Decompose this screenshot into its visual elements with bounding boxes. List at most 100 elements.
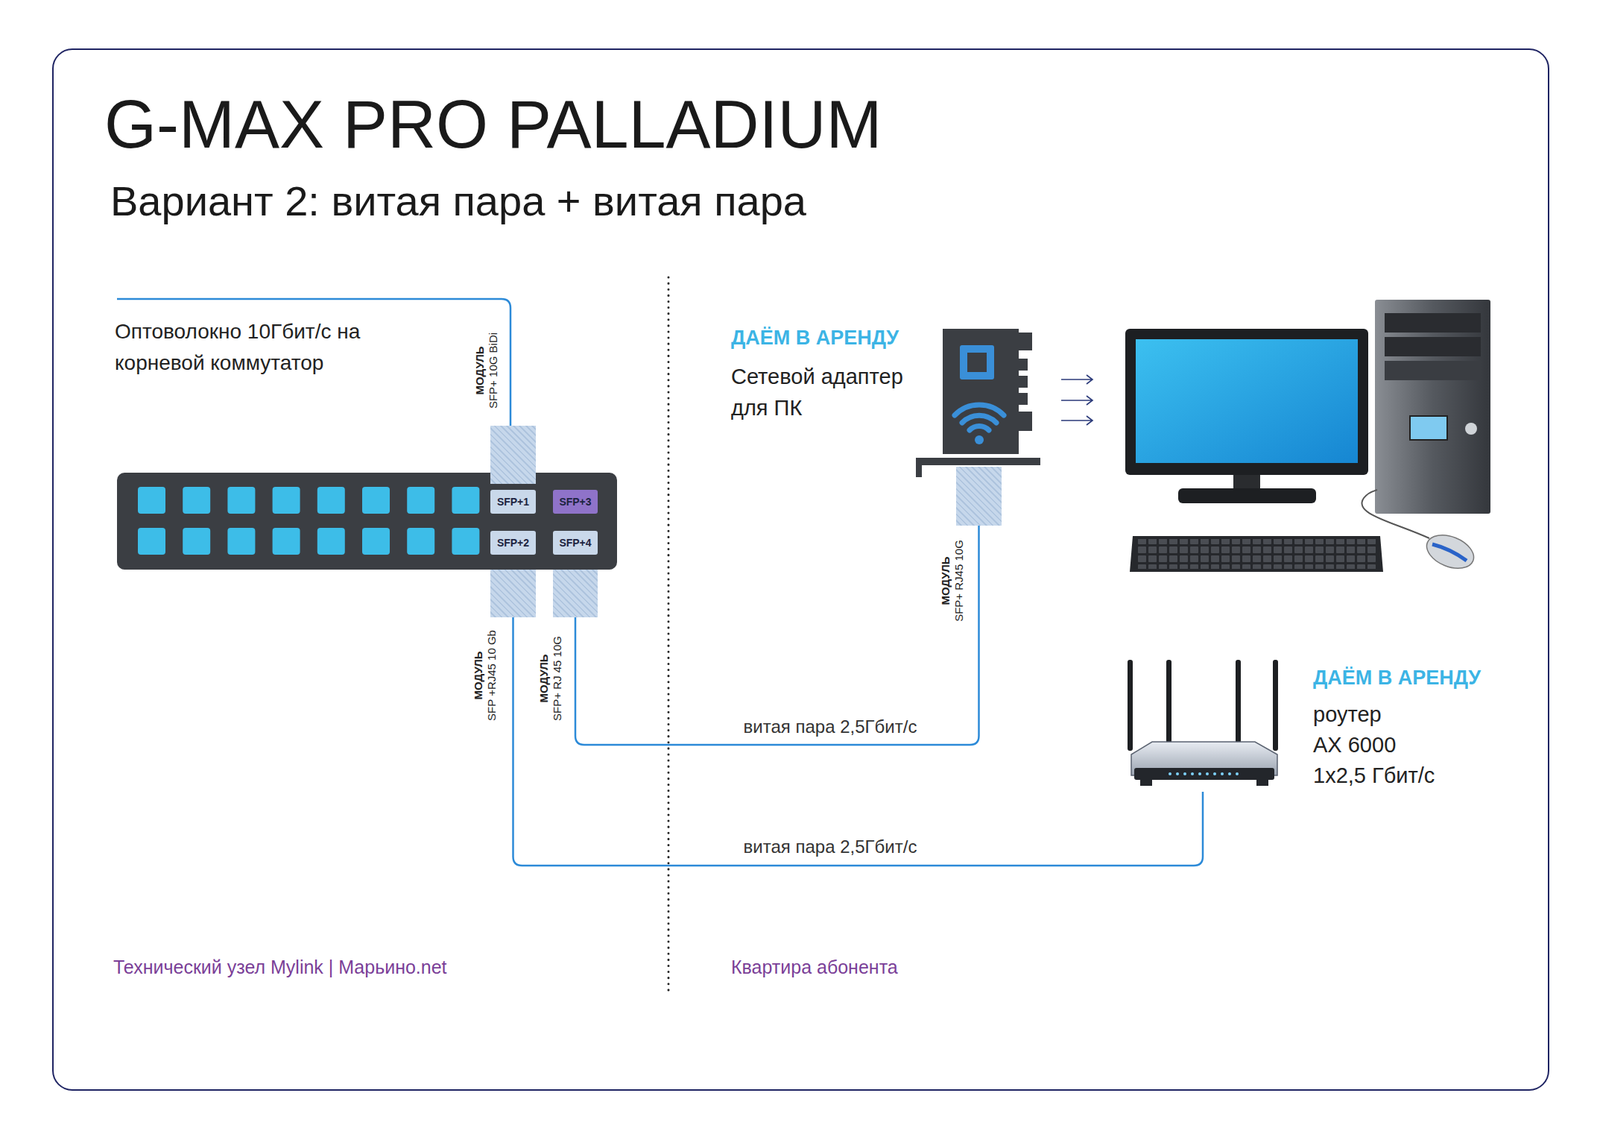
fiber-note: Оптоволокно 10Гбит/с на корневой коммута… — [114, 315, 410, 379]
drive-bay — [1384, 312, 1481, 333]
module-title: МОДУЛЬ — [938, 539, 953, 622]
adapter-bracket — [915, 457, 922, 477]
power-button — [1465, 422, 1478, 435]
pc-tower — [1374, 299, 1491, 514]
antenna — [1235, 659, 1241, 743]
port-square — [182, 527, 211, 555]
sfp-module: МОДУЛЬSFP +RJ45 10 Gb — [490, 569, 536, 618]
module-caption: МОДУЛЬSFP+ RJ 45 10G — [537, 635, 565, 721]
module-caption: МОДУЛЬSFP +RJ45 10 Gb — [471, 629, 499, 721]
mouse-stripe — [1432, 544, 1467, 561]
adapter-card — [942, 328, 1019, 454]
switch-body — [117, 472, 618, 570]
led — [1220, 772, 1224, 776]
module-spec: SFP +RJ45 10 Gb — [485, 629, 499, 721]
rent-heading: ДАЁМ В АРЕНДУ — [1313, 664, 1530, 691]
led — [1205, 772, 1209, 776]
adapter-bracket — [915, 457, 1041, 466]
drive-bay — [1384, 360, 1481, 381]
router-front — [1134, 767, 1275, 780]
port-square — [317, 527, 346, 555]
port-square — [272, 527, 301, 555]
module-spec: SFP+ RJ 45 10G — [550, 635, 565, 721]
router-foot — [1256, 779, 1269, 786]
port-square — [137, 527, 166, 555]
device: ДАЁМ В АРЕНДУСетевой адаптер для ПК — [942, 328, 1033, 454]
led — [1213, 772, 1217, 776]
monitor — [1125, 328, 1369, 475]
keyboard — [1129, 535, 1384, 572]
port-square — [227, 486, 255, 514]
cable-label: витая пара 2,5Гбит/с — [739, 836, 922, 858]
frame — [52, 49, 1549, 1090]
rent-heading: ДАЁМ В АРЕНДУ — [731, 324, 933, 352]
device: ДАЁМ В АРЕНДУроутерAX 60001x2,5 Гбит/с — [1127, 659, 1279, 792]
port-square — [406, 486, 435, 514]
title: G-MAX PRO PALLADIUM — [104, 87, 883, 162]
tower-display — [1409, 415, 1448, 440]
adapter-tab — [1017, 392, 1028, 405]
device-caption: AX 6000 — [1313, 731, 1530, 760]
drive-bay — [1384, 336, 1481, 357]
port-label: SFP+3 — [558, 496, 591, 507]
port-label: SFP+2 — [497, 537, 530, 548]
adapter-tab — [1017, 332, 1033, 351]
sfp-port: SFP+2 — [490, 530, 536, 555]
adapter-tab — [1017, 375, 1028, 388]
module-title: МОДУЛЬ — [471, 629, 486, 721]
sfp-module: МОДУЛЬSFP+ RJ 45 10G — [552, 569, 598, 618]
module-caption: МОДУЛЬSFP+ RJ45 10G — [938, 539, 966, 622]
led — [1175, 772, 1179, 776]
adapter-tab — [1017, 411, 1033, 431]
module-caption: МОДУЛЬSFP+ 10G BiDi — [473, 332, 501, 409]
port-label: SFP+4 — [558, 537, 591, 548]
module-title: МОДУЛЬ — [473, 332, 487, 409]
twisted-pair-cable — [513, 617, 1204, 866]
footer-note: Квартира абонента — [731, 955, 1104, 978]
screen — [1135, 339, 1358, 463]
cable-label: витая пара 2,5Гбит/с — [739, 716, 922, 738]
sfp-port: SFP+1 — [490, 489, 536, 514]
mouse-cable — [1361, 489, 1430, 539]
router — [1127, 659, 1279, 786]
port-square — [362, 527, 390, 555]
switch-ports — [137, 486, 480, 555]
port-square — [406, 527, 435, 555]
port-square — [362, 486, 390, 514]
computer — [1125, 299, 1491, 575]
module-spec: SFP+ 10G BiDi — [486, 332, 501, 409]
sfp-module: МОДУЛЬSFP+ RJ45 10G — [956, 466, 1002, 526]
twisted-pair-cable — [575, 525, 980, 745]
adapter-tab — [1017, 358, 1028, 371]
port-label: SFP+1 — [497, 496, 530, 507]
wifi-dot — [974, 435, 984, 445]
port-square — [272, 486, 301, 514]
port-square — [182, 486, 211, 514]
footer-note: Технический узел Mylink | Марьино.net — [113, 955, 635, 978]
monitor-base — [1178, 488, 1317, 504]
device-caption: Сетевой адаптер для ПК — [731, 360, 927, 424]
arrows — [1061, 374, 1093, 425]
antenna — [1166, 659, 1172, 743]
chip — [959, 345, 995, 380]
antenna — [1127, 659, 1133, 751]
module-title: МОДУЛЬ — [537, 635, 551, 721]
antenna — [1272, 659, 1279, 751]
port-square — [451, 486, 480, 514]
device-caption: роутер — [1313, 700, 1530, 729]
chip-core — [967, 352, 987, 372]
router-foot — [1140, 779, 1153, 786]
device-caption: 1x2,5 Гбит/с — [1313, 761, 1530, 790]
led — [1183, 772, 1187, 776]
mouse — [1421, 528, 1479, 575]
sfp-port: SFP+4 — [552, 530, 598, 555]
router-leds — [1168, 772, 1239, 776]
keyboard-keys — [1137, 538, 1378, 569]
led — [1235, 772, 1239, 776]
led — [1198, 772, 1202, 776]
divider — [667, 277, 670, 993]
wifi-icon — [954, 404, 1004, 430]
port-square — [137, 486, 166, 514]
led — [1190, 772, 1194, 776]
